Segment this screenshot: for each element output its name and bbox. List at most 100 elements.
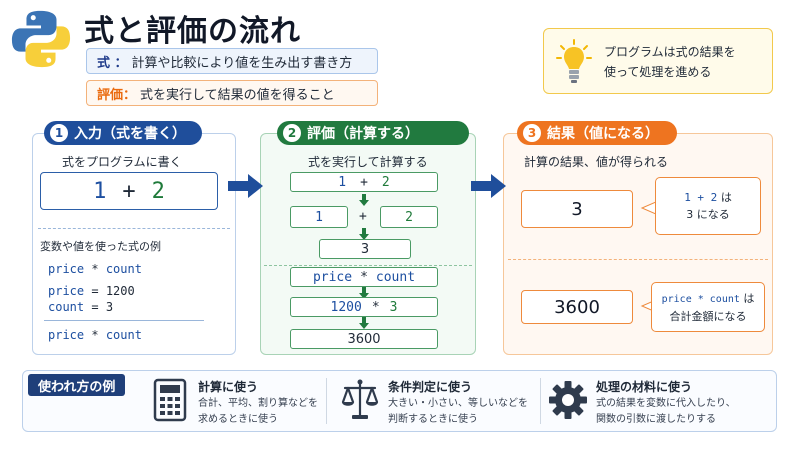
usage-tag: 使われ方の例 [28,374,126,396]
code-token: = [91,300,99,314]
result-value-box: 3600 [521,290,633,324]
code-example-line: price * count [48,328,142,342]
down-arrow-icon [359,228,369,240]
usage-item-calculation: 計算に使う 合計、平均、割り算などを 求めるときに使う [150,376,320,426]
result-value-box: 3 [521,190,633,228]
usage-title: 処理の材料に使う [596,380,693,394]
tip-line: 使って処理を進める [604,65,712,79]
step-number: 1 [50,124,68,142]
operand-left: price [312,269,353,285]
step-evaluation-header: 2 評価（計算する） [277,121,469,145]
result-note-bubble: 1 + 2 は 3 になる [655,177,761,235]
scale-icon [341,379,379,419]
note-line: 合計金額になる [669,309,747,323]
code-token: * [91,328,99,342]
usage-title: 条件判定に使う [388,380,473,394]
usage-line: 合計、平均、割り算などを [198,398,318,409]
operand-right: 2 [151,178,165,204]
step-input-header: 1 入力（式を書く） [44,121,202,145]
operator: * [360,269,368,285]
definition-text: 計算や比較により値を生み出す書き方 [131,55,353,71]
flow-arrow-icon [471,174,506,198]
examples-title: 変数や値を使った式の例 [40,240,161,253]
eval-expression-box: 1200 * 3 [290,297,438,317]
tip-line: プログラムは式の結果を [604,45,736,59]
eval-result-box: 3600 [290,329,438,349]
usage-item-condition: 条件判定に使う 大きい・小さい、等しいなどを 判断するときに使う [340,376,540,426]
note-suffix: は [720,191,732,204]
divider [326,378,327,424]
python-logo-icon [11,10,71,68]
usage-title: 計算に使う [198,380,259,394]
input-panel [32,133,236,355]
divider [264,265,472,266]
code-token: * [91,262,99,276]
code-token: 3 [105,300,114,314]
definition-text: 式を実行して結果の値を得ること [140,87,335,103]
step-label: 入力（式を書く） [74,126,186,142]
code-example-line: price = 1200 [48,284,135,298]
calculator-icon [153,378,187,422]
operator: + [122,178,136,204]
divider [508,259,768,260]
definition-evaluation: 評価： 式を実行して結果の値を得ること [86,80,378,106]
divider [38,228,230,229]
bubble-pointer [640,201,656,215]
note-line: 3 になる [686,208,730,221]
usage-description: 合計、平均、割り算などを 求めるときに使う [198,396,318,428]
note-expression: 1 + 2 [684,191,718,204]
usage-line: 式の結果を変数に代入したり、 [596,398,736,409]
gear-icon [549,381,587,419]
down-arrow-icon [359,194,369,206]
eval-expression-box: price * count [290,267,438,287]
divider [44,320,204,321]
code-token: count [105,262,142,276]
usage-line: 大きい・小さい、等しいなどを [388,398,528,409]
input-expression-box: 1 + 2 [40,172,218,210]
operator: + [359,209,367,224]
usage-item-material: 処理の材料に使う 式の結果を変数に代入したり、 関数の引数に渡したりする [548,376,763,426]
code-token: price [48,284,85,298]
note-suffix: は [743,291,755,305]
code-example-line: price * count [48,262,142,276]
operand-left: 1 [338,174,347,190]
operand-left: 1 [93,178,107,204]
usage-line: 判断するときに使う [388,414,478,425]
code-token: count [48,300,85,314]
note-expression: price * count [661,293,740,305]
eval-operand-box: 1 [290,206,348,228]
operand-right: count [375,269,416,285]
code-token: = [91,284,99,298]
operand-right: 2 [381,174,390,190]
usage-description: 式の結果を変数に代入したり、 関数の引数に渡したりする [596,396,736,428]
eval-result-box: 3 [319,239,411,259]
usage-line: 求めるときに使う [198,414,278,425]
step-number: 3 [523,124,541,142]
code-example-line: count = 3 [48,300,113,314]
flow-arrow-icon [228,174,263,198]
step-result-subtitle: 計算の結果、値が得られる [524,155,669,169]
tip-box: プログラムは式の結果を 使って処理を進める [543,28,773,94]
divider [540,378,541,424]
eval-expression-box: 1 + 2 [290,172,438,192]
step-evaluation-subtitle: 式を実行して計算する [308,155,428,169]
down-arrow-icon [359,317,369,329]
usage-section [22,370,777,432]
tip-text: プログラムは式の結果を 使って処理を進める [604,42,769,82]
code-token: 1200 [105,284,135,298]
down-arrow-icon [359,287,369,299]
step-label: 結果（値になる） [547,126,659,142]
eval-operand-box: 2 [380,206,438,228]
operator: * [371,299,380,315]
result-note-bubble: price * count は 合計金額になる [651,282,765,332]
code-token: count [105,328,142,342]
step-number: 2 [283,124,301,142]
page-title: 式と評価の流れ [84,14,301,49]
operator: + [360,174,368,190]
step-label: 評価（計算する） [307,126,419,142]
step-result-header: 3 結果（値になる） [517,121,677,145]
step-input-subtitle: 式をプログラムに書く [62,155,182,169]
code-token: price [48,262,85,276]
lightbulb-icon [556,39,592,83]
usage-description: 大きい・小さい、等しいなどを 判断するときに使う [388,396,528,428]
